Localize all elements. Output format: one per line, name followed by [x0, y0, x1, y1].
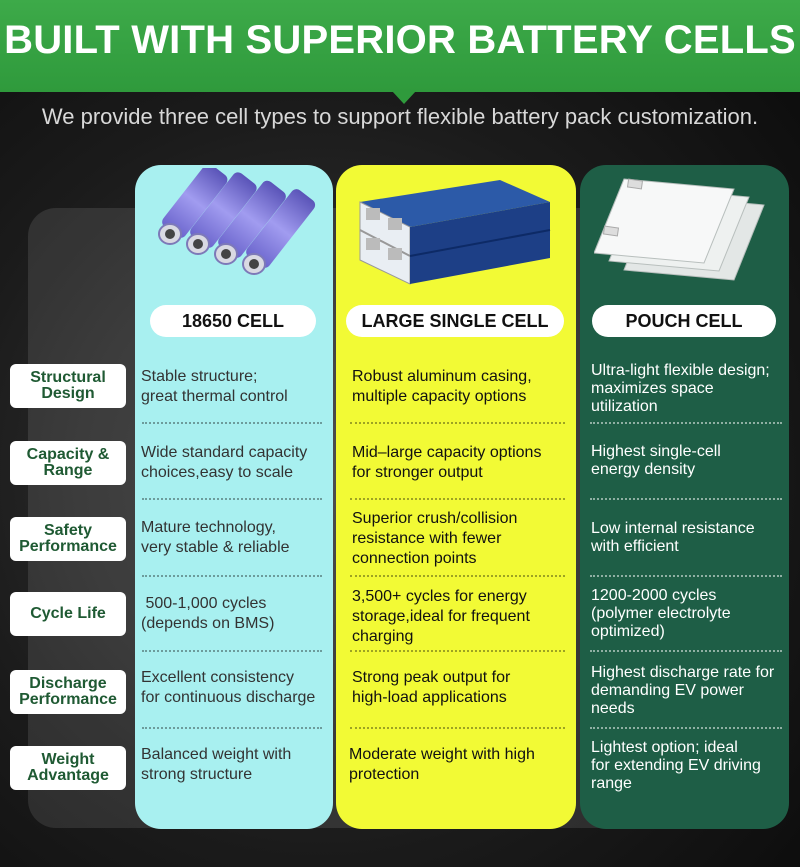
row-label-capacity-range: Capacity &Range [10, 441, 126, 485]
prismatic-cell-icon [359, 180, 551, 285]
cell-cycle-18650: 500-1,000 cycles(depends on BMS) [141, 595, 275, 632]
row-divider [142, 498, 322, 500]
page-title: BUILT WITH SUPERIOR BATTERY CELLS [4, 18, 796, 62]
row-divider [350, 422, 565, 424]
cell-structural-18650: Stable structure;great thermal control [141, 368, 288, 405]
page-subtitle: We provide three cell types to support f… [41, 104, 759, 129]
column-header-pouch: POUCH CELL [592, 305, 776, 337]
row-divider [142, 575, 322, 577]
column-header-18650: 18650 CELL [150, 305, 316, 337]
row-divider [590, 727, 782, 729]
header-banner [0, 0, 800, 92]
row-divider [590, 498, 782, 500]
row-divider [142, 422, 322, 424]
cell-structural-pouch: Ultra-light flexible design;maximizes sp… [591, 362, 770, 415]
row-label-cycle-life: Cycle Life [10, 592, 126, 636]
column-large-single [336, 165, 576, 829]
row-divider [350, 650, 565, 652]
banner-notch [392, 91, 416, 104]
row-divider [142, 650, 322, 652]
row-divider [590, 650, 782, 652]
column-header-large-single: LARGE SINGLE CELL [346, 305, 564, 337]
row-divider [350, 727, 565, 729]
cell-structural-large: Robust aluminum casing,multiple capacity… [352, 368, 532, 405]
column-18650 [135, 165, 333, 829]
row-divider [142, 727, 322, 729]
row-divider [590, 422, 782, 424]
pouch-cell-icon [594, 178, 765, 281]
cylindrical-cells-icon [158, 168, 316, 275]
cell-safety-18650: Mature technology,very stable & reliable [141, 519, 290, 556]
row-divider [350, 575, 565, 577]
row-divider [350, 498, 565, 500]
row-divider [590, 575, 782, 577]
